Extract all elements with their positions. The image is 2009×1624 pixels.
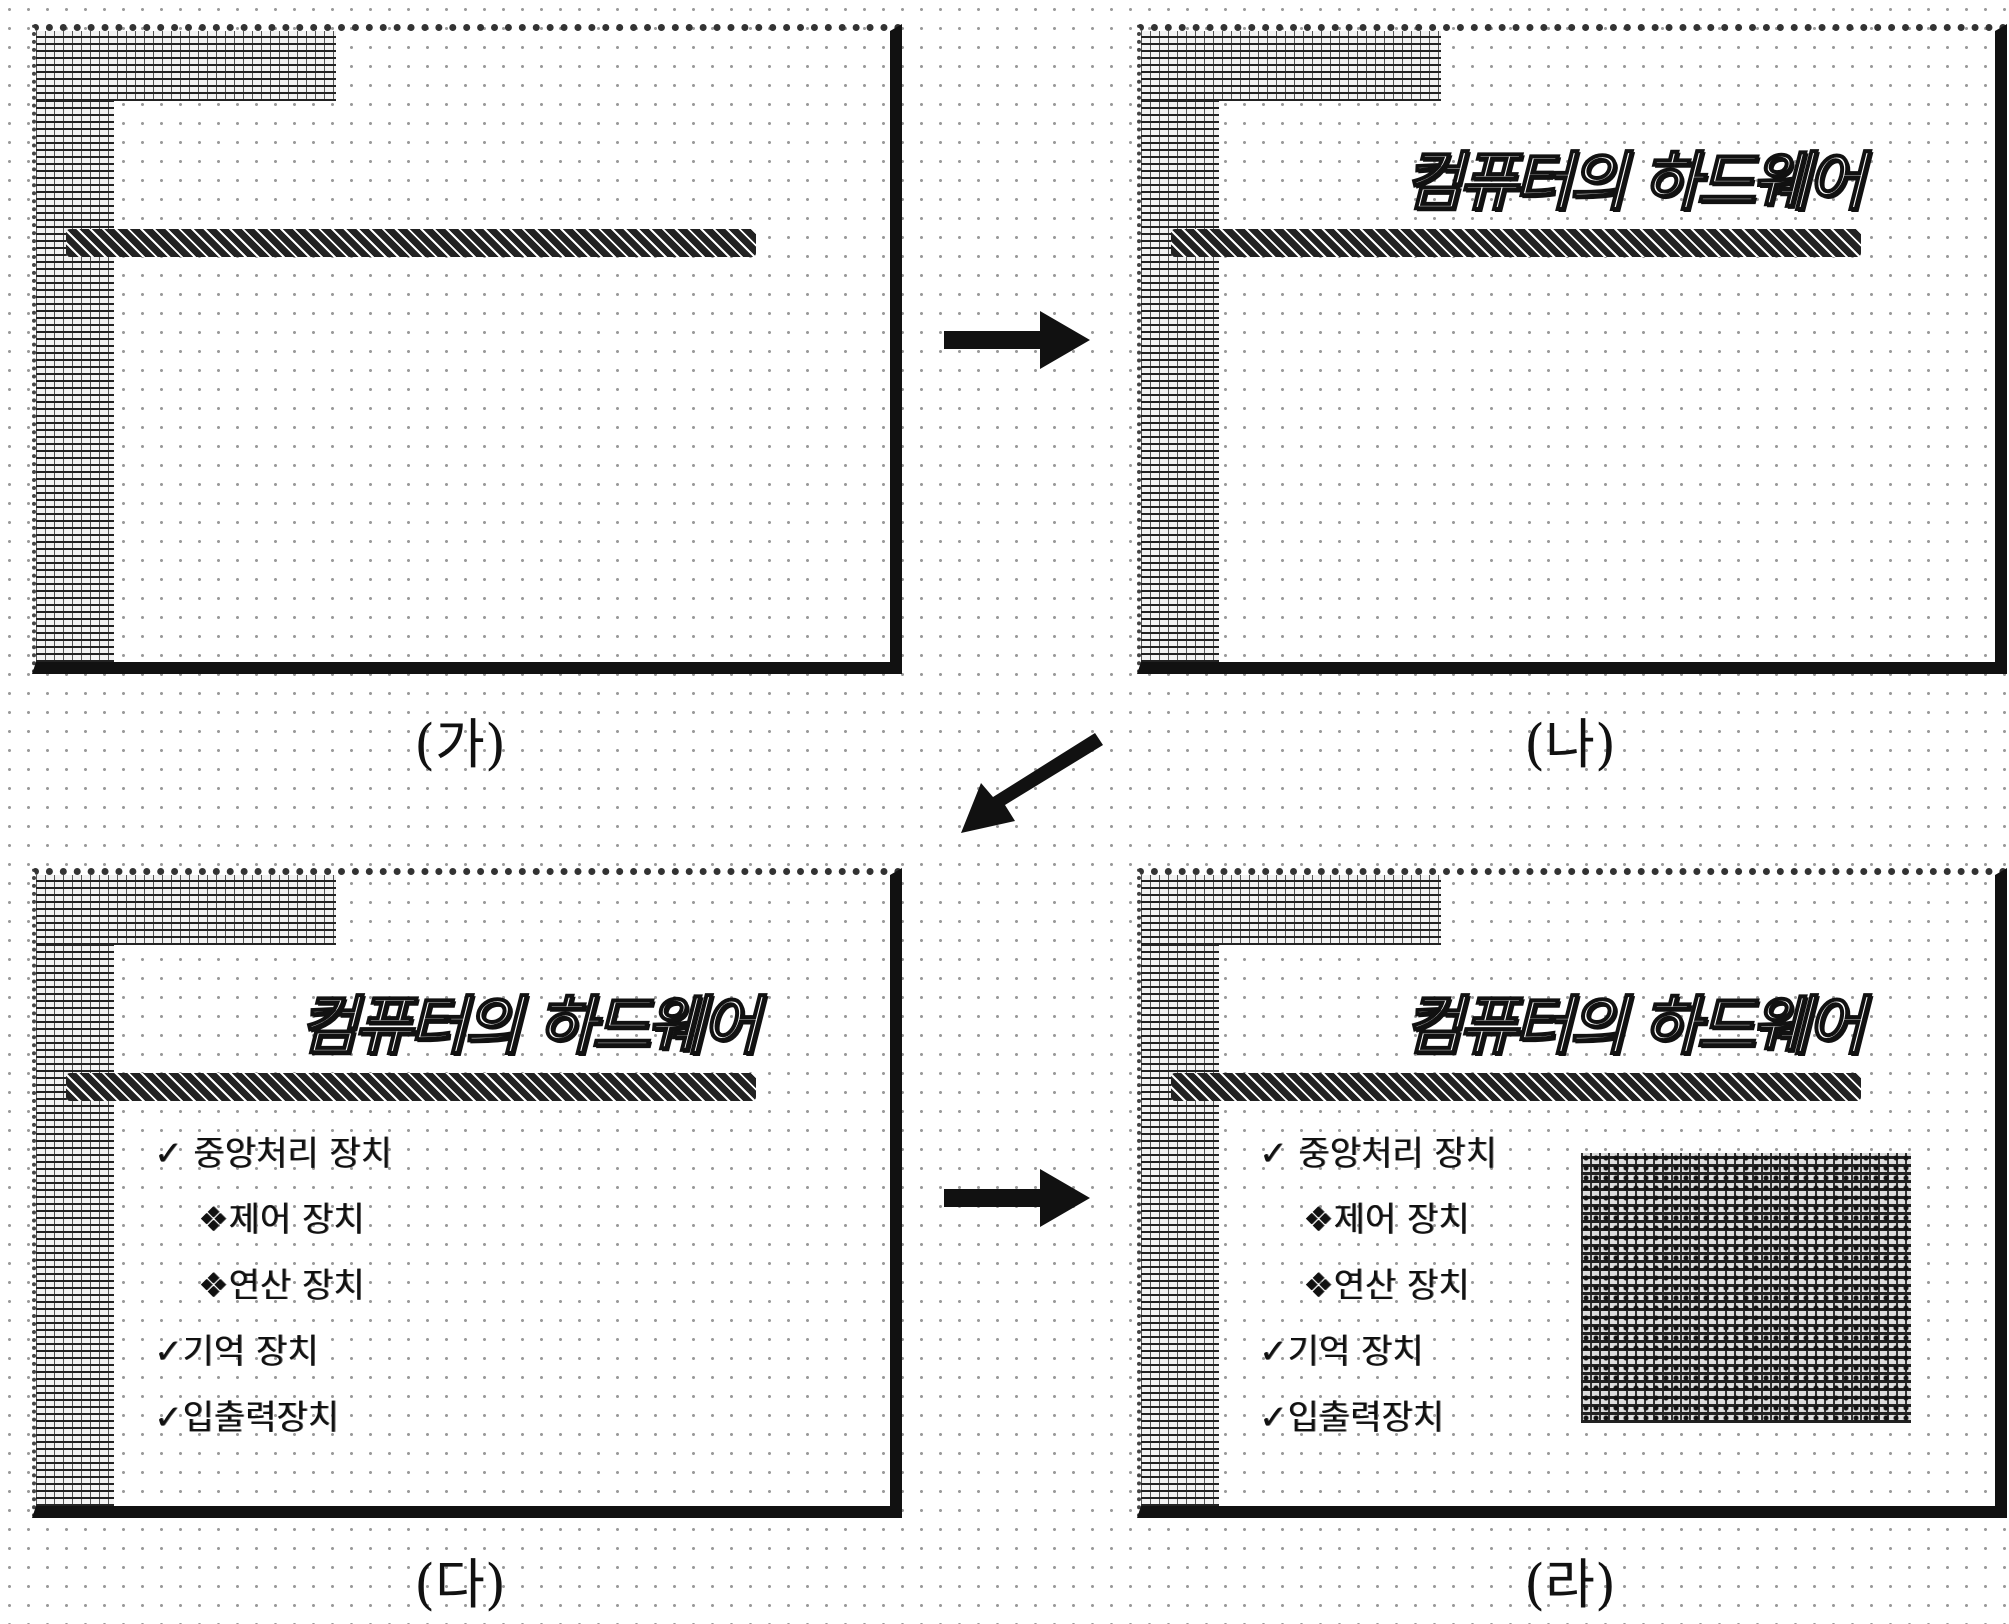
slide-sidebar-pattern <box>36 875 114 1506</box>
bullet-item: ✓기억 장치 <box>1259 1332 1424 1372</box>
slide-top-banner-pattern <box>36 875 336 945</box>
slide-top-banner-pattern <box>36 31 336 101</box>
slide-panel-na: 컴퓨터의 하드웨어 <box>1137 24 2007 674</box>
bullet-item: ❖연산 장치 <box>198 1266 365 1306</box>
title-underline-rule <box>66 1073 756 1101</box>
inserted-picture <box>1581 1153 1911 1423</box>
panel-caption-na: (나) <box>1524 713 1616 776</box>
panel-caption-ra: (라) <box>1524 1553 1616 1616</box>
panel-caption-da: (다) <box>414 1553 506 1616</box>
slide-panel-ga <box>32 24 902 674</box>
bullet-item: ✓ 중앙처리 장치 <box>154 1134 392 1174</box>
slide-panel-ra: 컴퓨터의 하드웨어 ✓ 중앙처리 장치 ❖제어 장치 ❖연산 장치 ✓기억 장치… <box>1137 868 2007 1518</box>
slide-top-banner-pattern <box>1141 875 1441 945</box>
slide-title: 컴퓨터의 하드웨어 <box>298 988 761 1065</box>
bullet-list: ✓ 중앙처리 장치 ❖제어 장치 ❖연산 장치 ✓기억 장치 ✓입출력장치 <box>154 1137 392 1467</box>
slide-title: 컴퓨터의 하드웨어 <box>1403 144 1866 221</box>
bullet-item: ❖제어 장치 <box>1303 1200 1470 1240</box>
bullet-item: ✓입출력장치 <box>154 1398 339 1438</box>
slide-sidebar-pattern <box>1141 875 1219 1506</box>
slide-top-banner-pattern <box>1141 31 1441 101</box>
bullet-item: ❖제어 장치 <box>198 1200 365 1240</box>
slide-panel-da: 컴퓨터의 하드웨어 ✓ 중앙처리 장치 ❖제어 장치 ❖연산 장치 ✓기억 장치… <box>32 868 902 1518</box>
bullet-item: ✓기억 장치 <box>154 1332 319 1372</box>
bullet-item: ✓입출력장치 <box>1259 1398 1444 1438</box>
title-underline-rule <box>66 229 756 257</box>
title-underline-rule <box>1171 1073 1861 1101</box>
arrow-right-icon <box>944 311 1090 369</box>
arrow-down-left-icon <box>961 733 1103 833</box>
slide-sidebar-pattern <box>1141 31 1219 662</box>
bullet-list: ✓ 중앙처리 장치 ❖제어 장치 ❖연산 장치 ✓기억 장치 ✓입출력장치 <box>1259 1137 1497 1467</box>
panel-caption-ga: (가) <box>414 713 506 776</box>
arrow-right-icon <box>944 1169 1090 1227</box>
title-underline-rule <box>1171 229 1861 257</box>
slide-sidebar-pattern <box>36 31 114 662</box>
bullet-item: ❖연산 장치 <box>1303 1266 1470 1306</box>
bullet-item: ✓ 중앙처리 장치 <box>1259 1134 1497 1174</box>
slide-title: 컴퓨터의 하드웨어 <box>1403 988 1866 1065</box>
